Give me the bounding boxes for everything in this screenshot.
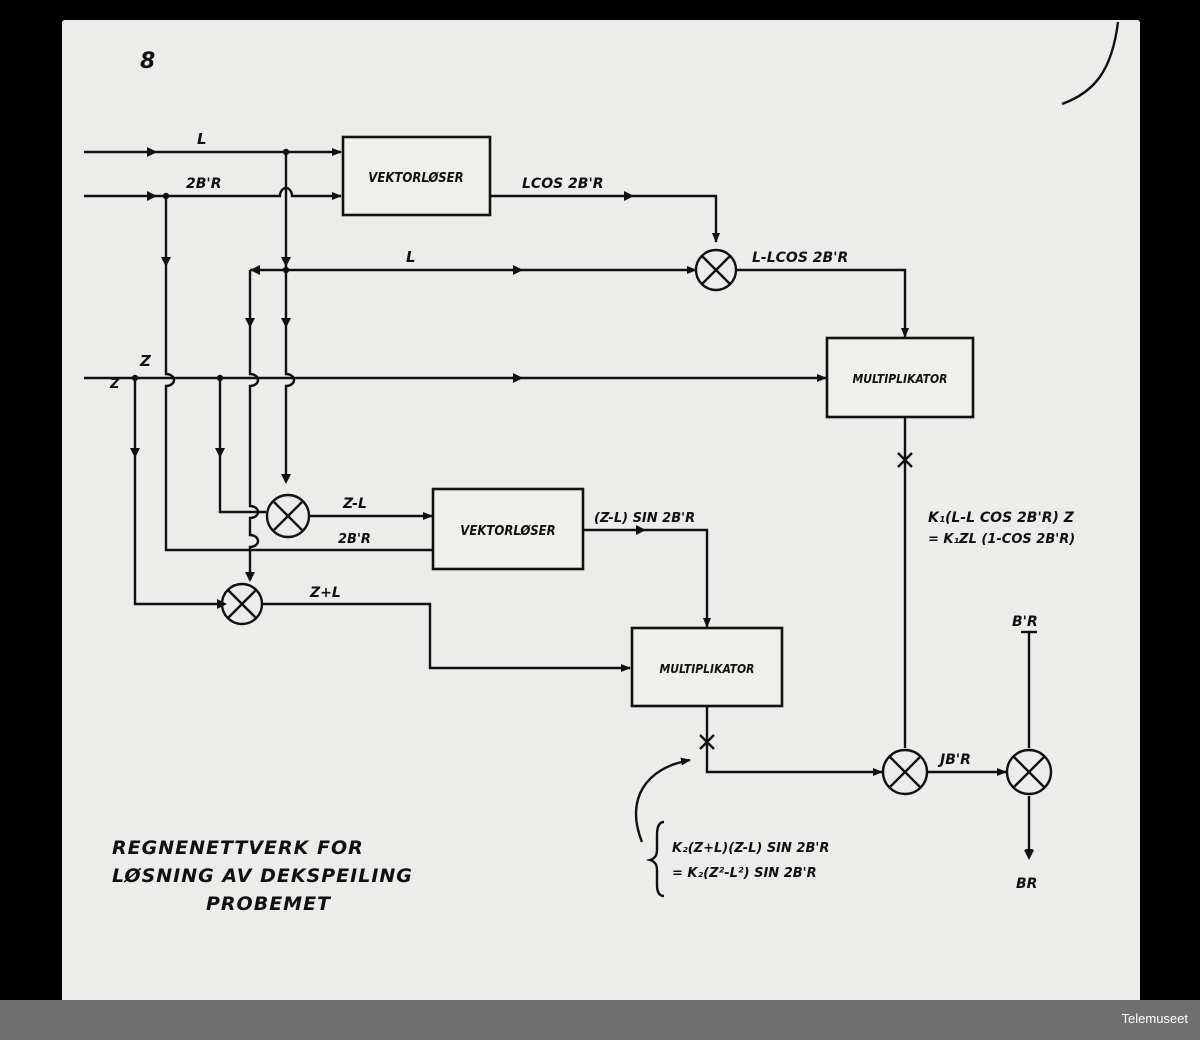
multiplikator-box-1 bbox=[825, 336, 975, 419]
vektorloser-label-2: VEKTORLØSER bbox=[460, 524, 555, 539]
signal-label-z-minus-l-sin: (Z-L) SIN 2B'R bbox=[594, 511, 695, 526]
diagram-title-line1: REGNENETTVERK FOR bbox=[112, 837, 364, 859]
signal-label-Z-top: Z bbox=[139, 352, 152, 370]
signal-wires bbox=[84, 148, 1037, 898]
equation-k1-line2: = K₁ZL (1-COS 2B'R) bbox=[928, 532, 1075, 547]
junction-dots bbox=[131, 148, 290, 382]
equation-k2-line1: K₂(Z+L)(Z-L) SIN 2B'R bbox=[672, 841, 829, 856]
diagram-title-line3: PROBEMET bbox=[206, 893, 332, 915]
corner-pen-mark bbox=[1061, 21, 1120, 106]
signal-label-Z-input: Z bbox=[109, 377, 120, 392]
wire-cross-marks bbox=[699, 452, 913, 750]
signal-label-l-minus-lcos: L-LCOS 2B'R bbox=[752, 250, 848, 266]
diagram-sheet bbox=[62, 20, 1140, 1000]
museum-credit: Telemuseet bbox=[1121, 1011, 1188, 1026]
multiplikator-label-2: MULTIPLIKATOR bbox=[659, 662, 754, 676]
signal-label-z-minus-l: Z-L bbox=[342, 496, 367, 512]
summing-junction-5 bbox=[1005, 748, 1053, 796]
footer-bar bbox=[0, 1000, 1200, 1040]
signal-label-2BR-mid: 2B'R bbox=[338, 532, 371, 547]
summing-junction-4 bbox=[881, 748, 929, 796]
vektorloser-box-1 bbox=[341, 135, 492, 217]
summing-junction-2 bbox=[265, 493, 311, 539]
equation-k2-line2: = K₂(Z²-L²) SIN 2B'R bbox=[672, 866, 817, 881]
signal-label-JBR: JB'R bbox=[937, 752, 971, 768]
summing-junction-3 bbox=[220, 582, 264, 626]
signal-label-BR-input: B'R bbox=[1012, 614, 1038, 630]
signal-label-L-input: L bbox=[197, 130, 207, 148]
multiplikator-label-1: MULTIPLIKATOR bbox=[852, 372, 947, 386]
diagram-title-line2: LØSNING AV DEKSPEILING bbox=[112, 865, 413, 887]
signal-label-L-mid: L bbox=[406, 248, 416, 266]
signal-label-BR-output: BR bbox=[1016, 876, 1037, 892]
vektorloser-box-2 bbox=[431, 487, 585, 571]
equation-k1-line1: K₁(L-L COS 2B'R) Z bbox=[928, 510, 1075, 526]
signal-label-lcos: LCOS 2B'R bbox=[522, 176, 604, 192]
summing-junction-1 bbox=[694, 248, 738, 292]
block-diagram: VEKTORLØSER VEKTORLØSER MULTIPLIKATOR MU… bbox=[84, 21, 1120, 915]
page-number: 8 bbox=[140, 49, 155, 74]
vektorloser-label-1: VEKTORLØSER bbox=[368, 171, 463, 186]
signal-label-2BR-input: 2B'R bbox=[186, 176, 221, 192]
multiplikator-box-2 bbox=[630, 626, 784, 708]
signal-label-z-plus-l: Z+L bbox=[309, 585, 341, 601]
